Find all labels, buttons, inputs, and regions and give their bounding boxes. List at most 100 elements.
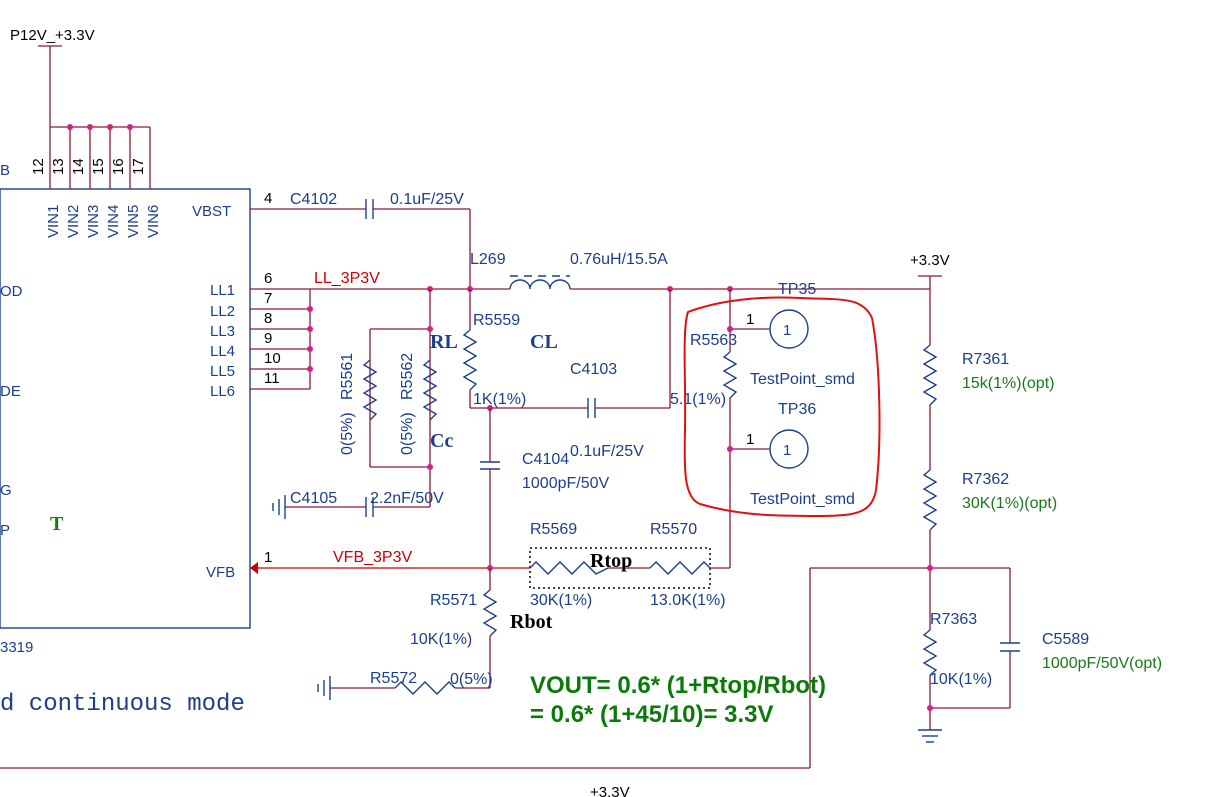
c4104-value: 1000pF/50V [522, 475, 610, 492]
power-label-right: +3.3V [910, 252, 950, 269]
ic-part-number: 3319 [0, 639, 33, 656]
label-rbot: Rbot [510, 611, 553, 633]
c4102-ref: C4102 [290, 191, 337, 208]
r7362-value: 30K(1%)(opt) [962, 495, 1057, 512]
resistor-r7363 [922, 629, 938, 676]
resistor-r5559 [462, 329, 478, 391]
net-label-vfb: VFB_3P3V [333, 549, 412, 566]
vfb-arrow [250, 562, 258, 574]
c4102-value: 0.1uF/25V [390, 191, 464, 208]
resistor-r5563 [722, 351, 738, 399]
left-fragment-g: G [0, 482, 12, 499]
pin-label-vin1: VIN1 [45, 205, 62, 238]
label-cl: CL [530, 331, 558, 353]
r5571-value: 10K(1%) [410, 631, 472, 648]
highlight-ellipse [683, 296, 881, 518]
r5572-ref: R5572 [370, 670, 417, 687]
r7361-value: 15k(1%)(opt) [962, 375, 1054, 392]
resistor-r5561 [362, 359, 378, 421]
pin-label-vin5: VIN5 [125, 205, 142, 238]
tp35-part: TestPoint_smd [750, 371, 855, 388]
pin-14: 14 [70, 158, 87, 175]
pin-label-vfb: VFB [206, 564, 235, 581]
power-label-top: P12V_+3.3V [10, 27, 95, 44]
tp35-pin: 1 [746, 311, 754, 328]
c5589-value: 1000pF/50V(opt) [1042, 655, 1162, 672]
r5561-ref: R5561 [339, 353, 356, 400]
mode-note: d continuous mode [0, 691, 245, 718]
pin-12: 12 [30, 158, 47, 175]
r5561-value: 0(5%) [339, 412, 356, 455]
r5559-ref: R5559 [473, 312, 520, 329]
pin-label-ll3: LL3 [210, 323, 235, 340]
resistor-r5572 [394, 681, 456, 695]
left-fragment-p: P [0, 522, 10, 539]
pin-label-ll6: LL6 [210, 383, 235, 400]
c4104-ref: C4104 [522, 451, 569, 468]
pin-label-ll5: LL5 [210, 363, 235, 380]
r5569-ref: R5569 [530, 521, 577, 538]
pin-8: 8 [264, 310, 272, 327]
pin-11: 11 [264, 370, 280, 387]
pin-6: 6 [264, 270, 272, 287]
r7362-ref: R7362 [962, 471, 1009, 488]
inductor-l269 [509, 279, 571, 290]
r5571-ref: R5571 [430, 592, 477, 609]
pin-label-vin4: VIN4 [105, 205, 122, 238]
tp36-inner-pin: 1 [783, 442, 791, 459]
left-fragment-b: B [0, 162, 10, 179]
ic-body [0, 188, 251, 629]
pin-label-vin6: VIN6 [145, 205, 162, 238]
r7361-ref: R7361 [962, 351, 1009, 368]
pin-label-ll4: LL4 [210, 343, 235, 360]
left-fragment-t: T [50, 513, 64, 535]
testpoint-tp35 [769, 309, 809, 349]
pin-13: 13 [50, 158, 67, 175]
resistor-r5562 [422, 359, 438, 421]
tp36-ref: TP36 [778, 401, 816, 418]
r5559-value: 1K(1%) [473, 391, 526, 408]
tp36-part: TestPoint_smd [750, 491, 855, 508]
r5563-ref: R5563 [690, 332, 737, 349]
pin-10: 10 [264, 350, 281, 367]
pin-label-ll1: LL1 [210, 282, 235, 299]
pin-label-vbst: VBST [192, 203, 231, 220]
resistor-r7362 [922, 469, 938, 531]
r5572-value: 0(5%) [450, 671, 493, 688]
pin-label-vin2: VIN2 [65, 205, 82, 238]
c4105-value: 2.2nF/50V [370, 490, 444, 507]
tp36-pin: 1 [746, 431, 754, 448]
pin-1: 1 [264, 549, 272, 566]
pin-16: 16 [110, 158, 127, 175]
pin-9: 9 [264, 330, 272, 347]
formula-line-2: = 0.6* (1+45/10)= 3.3V [530, 701, 774, 728]
tp35-ref: TP35 [778, 281, 816, 298]
l269-value: 0.76uH/15.5A [570, 251, 668, 268]
r5570-ref: R5570 [650, 521, 697, 538]
testpoint-tp36 [769, 429, 809, 469]
pin-17: 17 [130, 158, 147, 175]
resistor-r7361 [922, 344, 938, 406]
pin-4: 4 [264, 190, 272, 207]
power-label-bottom: +3.3V [590, 784, 630, 797]
junction-dot [67, 124, 73, 130]
r7363-value: 10K(1%) [930, 671, 992, 688]
left-fragment-de: DE [0, 383, 21, 400]
c5589-ref: C5589 [1042, 631, 1089, 648]
r5563-value: 5.1(1%) [670, 391, 726, 408]
label-cc: Cc [430, 430, 453, 452]
c4105-ref: C4105 [290, 490, 337, 507]
r5570-value: 13.0K(1%) [650, 592, 726, 609]
r5562-value: 0(5%) [399, 412, 416, 455]
pin-15: 15 [90, 158, 107, 175]
r5569-value: 30K(1%) [530, 592, 592, 609]
resistor-r5569 [529, 561, 609, 575]
l269-ref: L269 [470, 251, 506, 268]
left-fragment-od: OD [0, 283, 23, 300]
resistor-r5571 [482, 589, 498, 637]
tp35-inner-pin: 1 [783, 322, 791, 339]
label-rl: RL [430, 331, 458, 353]
formula-line-1: VOUT= 0.6* (1+Rtop/Rbot) [530, 672, 826, 699]
net-label-ll: LL_3P3V [314, 270, 380, 287]
